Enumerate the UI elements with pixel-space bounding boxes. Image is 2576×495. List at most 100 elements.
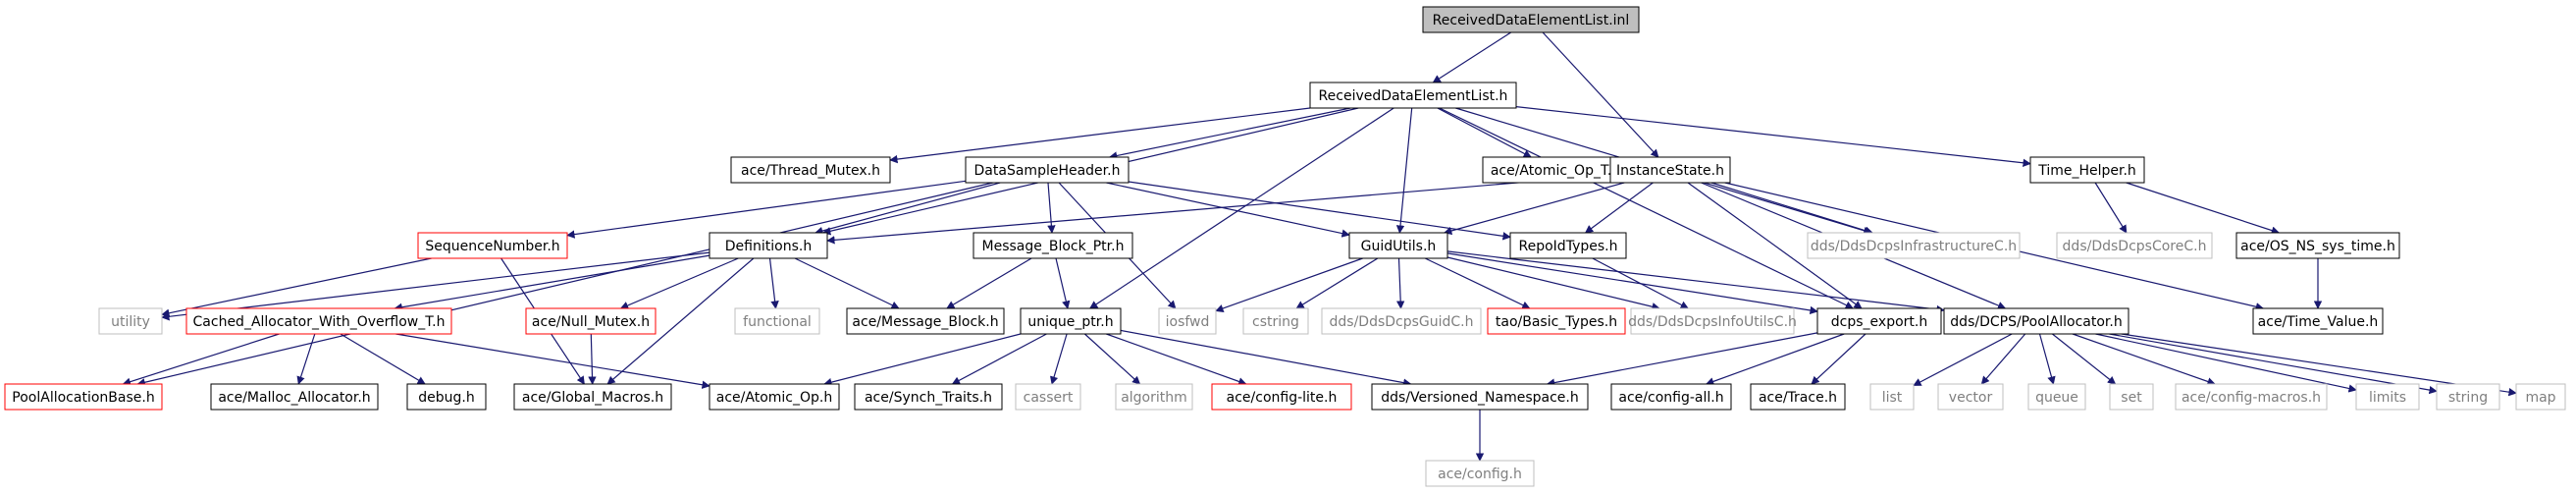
node-label: Time_Helper.h [2037, 163, 2136, 179]
graph-node[interactable]: map [2515, 383, 2566, 411]
graph-node[interactable]: tao/Basic_Types.h [1487, 307, 1626, 335]
graph-node[interactable]: ace/Atomic_Op.h [709, 383, 840, 411]
node-label: ReceivedDataElementList.inl [1433, 13, 1630, 28]
graph-node[interactable]: cassert [1015, 383, 1081, 411]
node-box [965, 156, 1130, 184]
graph-node[interactable]: ace/Malloc_Allocator.h [210, 383, 379, 411]
graph-node[interactable]: ace/Trace.h [1750, 383, 1846, 411]
node-box [2252, 307, 2384, 335]
graph-node[interactable]: Definitions.h [709, 232, 828, 259]
node-label: limits [2369, 390, 2406, 406]
graph-node[interactable]: list [1869, 383, 1915, 411]
edge-n27-n41 [1913, 333, 2013, 387]
graph-node[interactable]: algorithm [1115, 383, 1193, 411]
graph-node[interactable]: dds/DdsDcpsGuidC.h [1321, 307, 1482, 335]
graph-node[interactable]: queue [2027, 383, 2086, 411]
graph-node[interactable]: ace/config-lite.h [1211, 383, 1352, 411]
node-box [709, 383, 840, 411]
graph-node[interactable]: InstanceState.h [1609, 156, 1731, 184]
edge-n5-n12 [1710, 182, 1873, 235]
nodes: ReceivedDataElementList.inlReceivedDataE… [4, 6, 2566, 487]
graph-node[interactable]: dds/Versioned_Namespace.h [1371, 383, 1589, 411]
edge-n5-n8 [826, 174, 1611, 245]
node-box [1015, 383, 1081, 411]
graph-node[interactable]: debug.h [406, 383, 487, 411]
graph-node[interactable]: limits [2355, 383, 2420, 411]
node-box [2235, 232, 2400, 259]
node-label: ace/OS_NS_sys_time.h [2240, 239, 2395, 254]
node-label: DataSampleHeader.h [974, 163, 1121, 179]
node-box [1115, 383, 1193, 411]
node-box [1321, 307, 1482, 335]
node-label: utility [111, 314, 150, 330]
graph-node[interactable]: ace/Null_Mutex.h [525, 307, 657, 335]
graph-node[interactable]: dcps_export.h [1816, 307, 1942, 335]
graph-node[interactable]: ace/Thread_Mutex.h [730, 156, 891, 184]
graph-node[interactable]: functional [734, 307, 820, 335]
graph-node[interactable]: ace/Message_Block.h [846, 307, 1005, 335]
graph-node[interactable]: SequenceNumber.h [417, 232, 568, 259]
graph-node[interactable]: ace/Atomic_Op_T.h [1482, 156, 1629, 184]
node-label: ace/Synch_Traits.h [865, 390, 992, 406]
graph-node[interactable]: ace/OS_NS_sys_time.h [2235, 232, 2400, 259]
graph-node[interactable]: ReceivedDataElementList.h [1309, 82, 1517, 109]
edge-n27-n47 [2109, 333, 2438, 395]
edge-n16-n30 [296, 333, 316, 385]
graph-node[interactable]: vector [1937, 383, 2004, 411]
graph-node[interactable]: GuidUtils.h [1348, 232, 1448, 259]
graph-node[interactable]: cstring [1242, 307, 1309, 335]
graph-node[interactable]: dds/DdsDcpsCoreC.h [2056, 232, 2213, 259]
edge-n9-n19 [946, 257, 1032, 309]
edge-n10-n22 [1295, 257, 1379, 309]
graph-node[interactable]: string [2436, 383, 2500, 411]
edge-n10-n26 [1446, 252, 1818, 315]
graph-node[interactable]: utility [98, 307, 163, 335]
graph-node[interactable]: Time_Helper.h [2029, 156, 2145, 184]
graph-node[interactable]: DataSampleHeader.h [965, 156, 1130, 184]
edge-n3-n7 [566, 180, 967, 239]
node-box [1816, 307, 1942, 335]
node-box [2027, 383, 2086, 411]
graph-node[interactable]: ace/config-macros.h [2175, 383, 2328, 411]
graph-node[interactable]: ace/Synch_Traits.h [854, 383, 1003, 411]
graph-node[interactable]: ace/Time_Value.h [2252, 307, 2384, 335]
graph-node[interactable]: unique_ptr.h [1020, 307, 1122, 335]
node-label: ace/config.h [1438, 467, 1522, 482]
edge-n27-n42 [1980, 333, 2026, 385]
node-label: ace/Thread_Mutex.h [741, 163, 880, 179]
edge-n7-n15 [161, 257, 432, 317]
edge-n1-n6 [1515, 106, 2031, 167]
graph-node[interactable]: PoolAllocationBase.h [4, 383, 163, 411]
edge-n5-n11 [1584, 182, 1654, 234]
graph-node[interactable]: dds/DdsDcpsInfoUtilsC.h [1628, 307, 1797, 335]
edge-n1-n10 [1395, 107, 1413, 234]
graph-node[interactable]: iosfwd [1158, 307, 1217, 335]
edge-n20-n37 [1106, 333, 1247, 386]
graph-node[interactable]: dds/DCPS/PoolAllocator.h [1943, 307, 2129, 335]
graph-node[interactable]: ace/Global_Macros.h [513, 383, 672, 411]
node-box [1610, 383, 1732, 411]
edge-n8-n18 [768, 257, 779, 309]
graph-node[interactable]: Message_Block_Ptr.h [973, 232, 1133, 259]
graph-node[interactable]: ReceivedDataElementList.inl [1422, 6, 1640, 33]
edge-n11-n25 [1592, 257, 1689, 309]
node-box [513, 383, 672, 411]
edge-n10-n23 [1396, 257, 1405, 309]
graph-node[interactable]: set [2109, 383, 2154, 411]
graph-node[interactable]: ace/config.h [1425, 460, 1535, 487]
graph-node[interactable]: Cached_Allocator_With_Overflow_T.h [185, 307, 452, 335]
edge-n10-n25 [1446, 256, 1660, 311]
node-box [2436, 383, 2500, 411]
node-label: dds/DdsDcpsGuidC.h [1330, 314, 1474, 330]
graph-node[interactable]: dds/DdsDcpsInfrastructureC.h [1807, 232, 2021, 259]
node-box [2355, 383, 2420, 411]
edge-n27-n43 [2038, 333, 2056, 385]
node-label: cstring [1252, 314, 1299, 330]
graph-node[interactable]: ace/config-all.h [1610, 383, 1732, 411]
graph-node[interactable]: RepoIdTypes.h [1509, 232, 1627, 259]
edge-n20-n38 [1120, 329, 1412, 387]
node-box [1309, 82, 1517, 109]
node-label: dds/Versioned_Namespace.h [1381, 390, 1578, 406]
edge-n20-n35 [1050, 333, 1068, 385]
edge-n27-n48 [2121, 333, 2517, 397]
